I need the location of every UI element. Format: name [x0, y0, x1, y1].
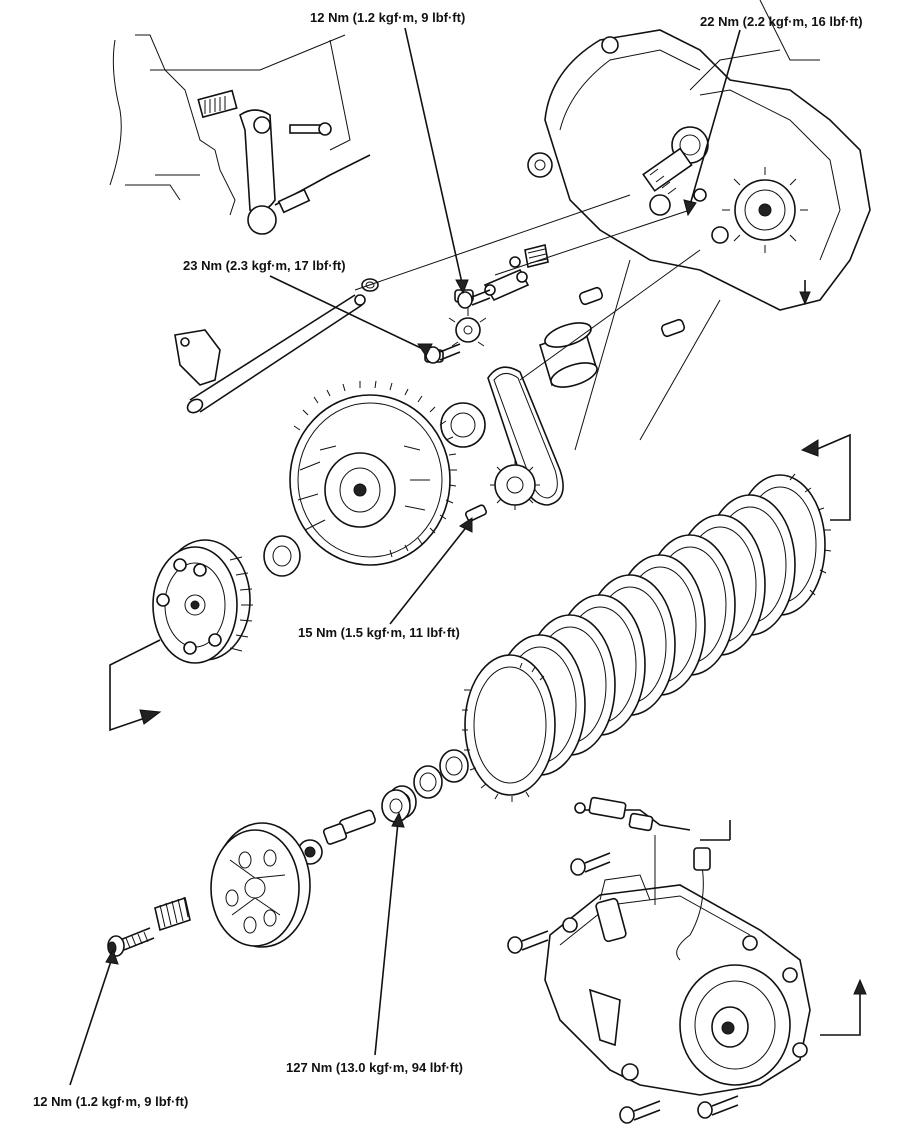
cover-bolt [619, 1100, 661, 1124]
clutch-plate-stack [462, 473, 832, 802]
torque-label-cam-bolt: 12 Nm (1.2 kgf·m, 9 lbf·ft) [310, 10, 466, 25]
shift-drum-parts [424, 244, 549, 363]
torque-label-shift-bolt: 23 Nm (2.3 kgf·m, 17 lbf·ft) [183, 258, 346, 273]
callout-leaders [69, 27, 741, 1086]
bolt [425, 343, 461, 364]
cover-bolt [507, 930, 549, 954]
right-crankcase-cover [544, 847, 811, 1096]
dowel-pin [578, 286, 604, 306]
clutch-spring [154, 896, 191, 932]
washer [413, 765, 443, 799]
washer [439, 749, 469, 783]
torque-label-drive-bolt: 22 Nm (2.2 kgf·m, 16 lbf·ft) [700, 14, 863, 29]
thrust-washer [263, 535, 301, 577]
clutch-center [152, 539, 253, 664]
torque-label-locknut: 127 Nm (13.0 kgf·m, 94 lbf·ft) [286, 1060, 463, 1075]
clutch-outer [289, 380, 457, 566]
clutch-spring-bolt [107, 927, 155, 957]
dowel-pin [660, 318, 686, 338]
lifter-piece [297, 809, 376, 865]
pressure-plate [210, 822, 311, 948]
shift-linkage-assembly [109, 34, 371, 235]
clutch-cable [574, 796, 691, 905]
cover-bolt [697, 1095, 739, 1119]
cover-bolt [570, 852, 611, 876]
crankcase [527, 0, 871, 311]
gearshift-spindle [174, 278, 379, 414]
torque-label-sprocket-bolt: 15 Nm (1.5 kgf·m, 11 lbf·ft) [298, 625, 460, 640]
torque-label-lifter-bolt: 12 Nm (1.2 kgf·m, 9 lbf·ft) [33, 1094, 189, 1109]
bolt [457, 289, 491, 309]
oil-pump-drive-chain [440, 322, 598, 522]
